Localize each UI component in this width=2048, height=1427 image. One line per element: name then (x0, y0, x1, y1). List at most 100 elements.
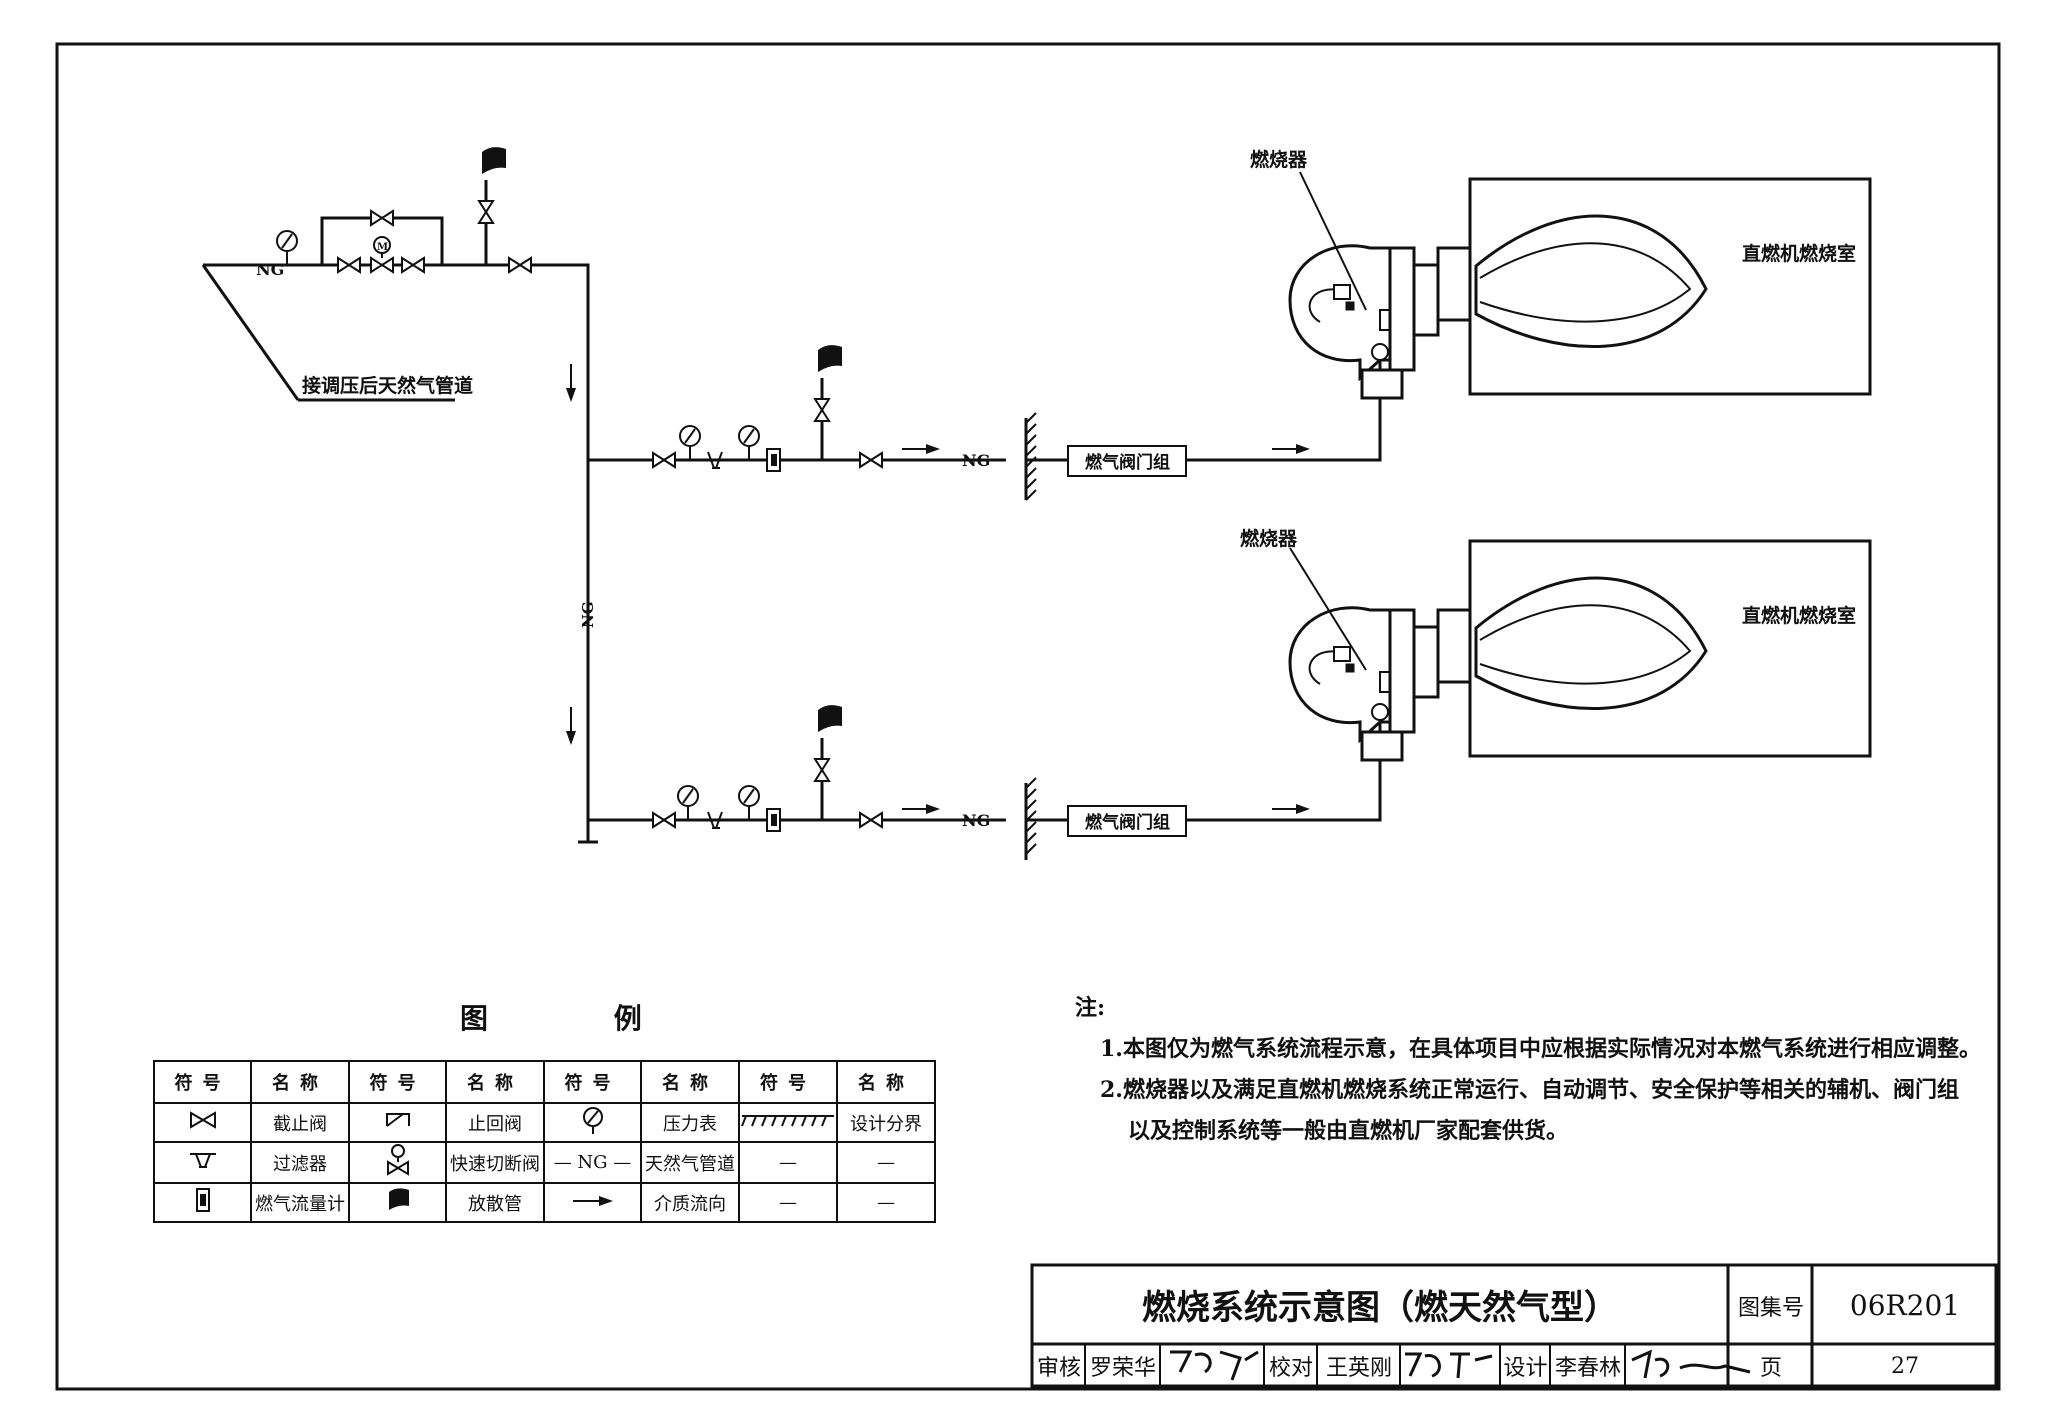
page-number: 27 (1891, 1353, 1919, 1379)
flame-icon (1474, 214, 1708, 348)
dash-icon: — (738, 1182, 838, 1223)
legend-title: 图 例 (460, 1002, 700, 1035)
design-boundary-icon (738, 1102, 838, 1143)
drawing-title: 燃烧系统示意图（燃天然气型） (1142, 1288, 1618, 1328)
globe-valve-icon (153, 1102, 252, 1143)
reviewer-name: 罗荣华 (1089, 1356, 1156, 1381)
legend-row: 截止阀 止回阀 压力表 设计分界 (153, 1102, 936, 1143)
valve-group-label: 燃气阀门组 (1085, 452, 1170, 473)
globe-valve-icon (859, 812, 883, 828)
pressure-gauge-icon (738, 785, 760, 821)
quick-shutoff-valve-icon (348, 1141, 447, 1184)
valve-group-label: 燃气阀门组 (1085, 812, 1170, 833)
checker-signature (1405, 1352, 1493, 1379)
globe-valve-icon (401, 257, 425, 273)
legend-name: 天然气管道 (640, 1141, 740, 1184)
vent-pipe-icon (482, 147, 506, 180)
legend-row: 燃气流量计 放散管 介质流向 — — (153, 1182, 936, 1223)
branch-line-1: NG 燃气阀门组 (588, 340, 1382, 501)
check-valve-icon (348, 1102, 447, 1143)
reviewer-signature (1170, 1350, 1259, 1381)
flow-direction-icon (1271, 803, 1311, 815)
gas-inlet (1371, 343, 1389, 361)
page-label: 页 (1759, 1356, 1782, 1381)
legend-header-row: 符号 名称 符号 名称 符号 名称 符号 名称 (153, 1060, 936, 1104)
gas-meter-icon (153, 1182, 252, 1223)
globe-valve-icon (337, 257, 361, 273)
flow-direction-icon (901, 803, 941, 815)
chamber-label: 直燃机燃烧室 (1742, 242, 1856, 265)
check-label: 校对 (1268, 1356, 1313, 1381)
legend-name: 快速切断阀 (445, 1141, 545, 1184)
legend-header-symbol: 符号 (348, 1060, 447, 1104)
vent-pipe-icon (818, 705, 842, 738)
globe-valve-icon (370, 210, 394, 226)
globe-valve-icon (652, 812, 676, 828)
dash-icon: — (738, 1141, 838, 1184)
atlas-label: 图集号 (1737, 1295, 1804, 1321)
globe-valve-icon (508, 257, 532, 273)
chamber-label: 直燃机燃烧室 (1742, 604, 1856, 627)
ng-label-branch-2: NG (962, 811, 990, 830)
burner-assembly-1 (1288, 171, 1872, 400)
legend-table: 符号 名称 符号 名称 符号 名称 符号 名称 截止阀 止回阀 压力表 设计分界… (153, 1060, 936, 1223)
filter-icon (707, 451, 723, 469)
design-label: 设计 (1503, 1356, 1548, 1381)
globe-valve-icon (652, 452, 676, 468)
filter-icon (153, 1141, 252, 1184)
note-2: 2.燃烧器以及满足直燃机燃烧系统正常运行、自动调节、安全保护等相关的辅机、阀门组 (1100, 1077, 1959, 1103)
flow-direction-icon (901, 443, 941, 455)
designer-name: 李春林 (1554, 1356, 1621, 1381)
legend-name: 压力表 (640, 1102, 740, 1143)
note-2-cont: 以及控制系统等一般由直燃机厂家配套供货。 (1128, 1118, 1569, 1144)
review-label: 审核 (1036, 1356, 1081, 1381)
flow-direction-icon (543, 1182, 642, 1223)
flow-direction-icon (565, 363, 577, 403)
legend-name: — (836, 1182, 936, 1223)
vent-pipe-icon (348, 1182, 447, 1223)
legend-name: 截止阀 (250, 1102, 350, 1143)
valve-group-box (1067, 805, 1187, 837)
flow-direction-icon (1271, 443, 1311, 455)
legend-name: 燃气流量计 (250, 1182, 350, 1223)
burner-assembly-2 (1288, 539, 1872, 762)
ng-label-top: NG (256, 260, 284, 279)
checker-name: 王英刚 (1325, 1356, 1392, 1381)
legend-header-name: 名称 (836, 1060, 936, 1104)
globe-valve-icon (859, 452, 883, 468)
burner-label: 燃烧器 (1250, 148, 1308, 171)
pressure-gauge-icon (677, 785, 699, 821)
notes: 注: 1.本图仅为燃气系统流程示意，在具体项目中应根据实际情况对本燃气系统进行相… (1075, 988, 1981, 1152)
atlas-number: 06R201 (1849, 1289, 1961, 1322)
legend-header-name: 名称 (250, 1060, 350, 1104)
vent-valve-icon (814, 758, 830, 782)
ng-label-branch-1: NG (962, 451, 990, 470)
legend-header-name: 名称 (445, 1060, 545, 1104)
pressure-gauge-icon (679, 425, 701, 461)
designer-signature (1631, 1349, 1751, 1379)
gas-supply-header (201, 180, 590, 842)
legend-header-symbol: 符号 (738, 1060, 838, 1104)
flow-direction-icon (565, 706, 577, 746)
gas-inlet (1371, 703, 1389, 721)
vent-valve-icon (478, 200, 494, 224)
legend-name: 过滤器 (250, 1141, 350, 1184)
gas-meter-icon (766, 448, 781, 472)
drawing-border (55, 42, 2001, 1391)
natural-gas-pipe-icon: — NG — (543, 1141, 642, 1184)
legend-name: 放散管 (445, 1182, 545, 1223)
branch-line-2: NG 燃气阀门组 (588, 700, 1382, 860)
gas-meter-icon (766, 808, 781, 832)
svg-text:M: M (377, 242, 388, 253)
legend-name: — (836, 1141, 936, 1184)
flame-icon (1474, 576, 1708, 710)
legend-name: 止回阀 (445, 1102, 545, 1143)
filter-icon (707, 811, 723, 829)
gas-source-label: 接调压后天然气管道 (302, 374, 473, 397)
quick-shutoff-valve-icon: M (370, 236, 394, 273)
vent-valve-icon (814, 398, 830, 422)
legend-name: 设计分界 (836, 1102, 936, 1143)
burner-body (1388, 608, 1416, 734)
legend-name: 介质流向 (640, 1182, 740, 1223)
